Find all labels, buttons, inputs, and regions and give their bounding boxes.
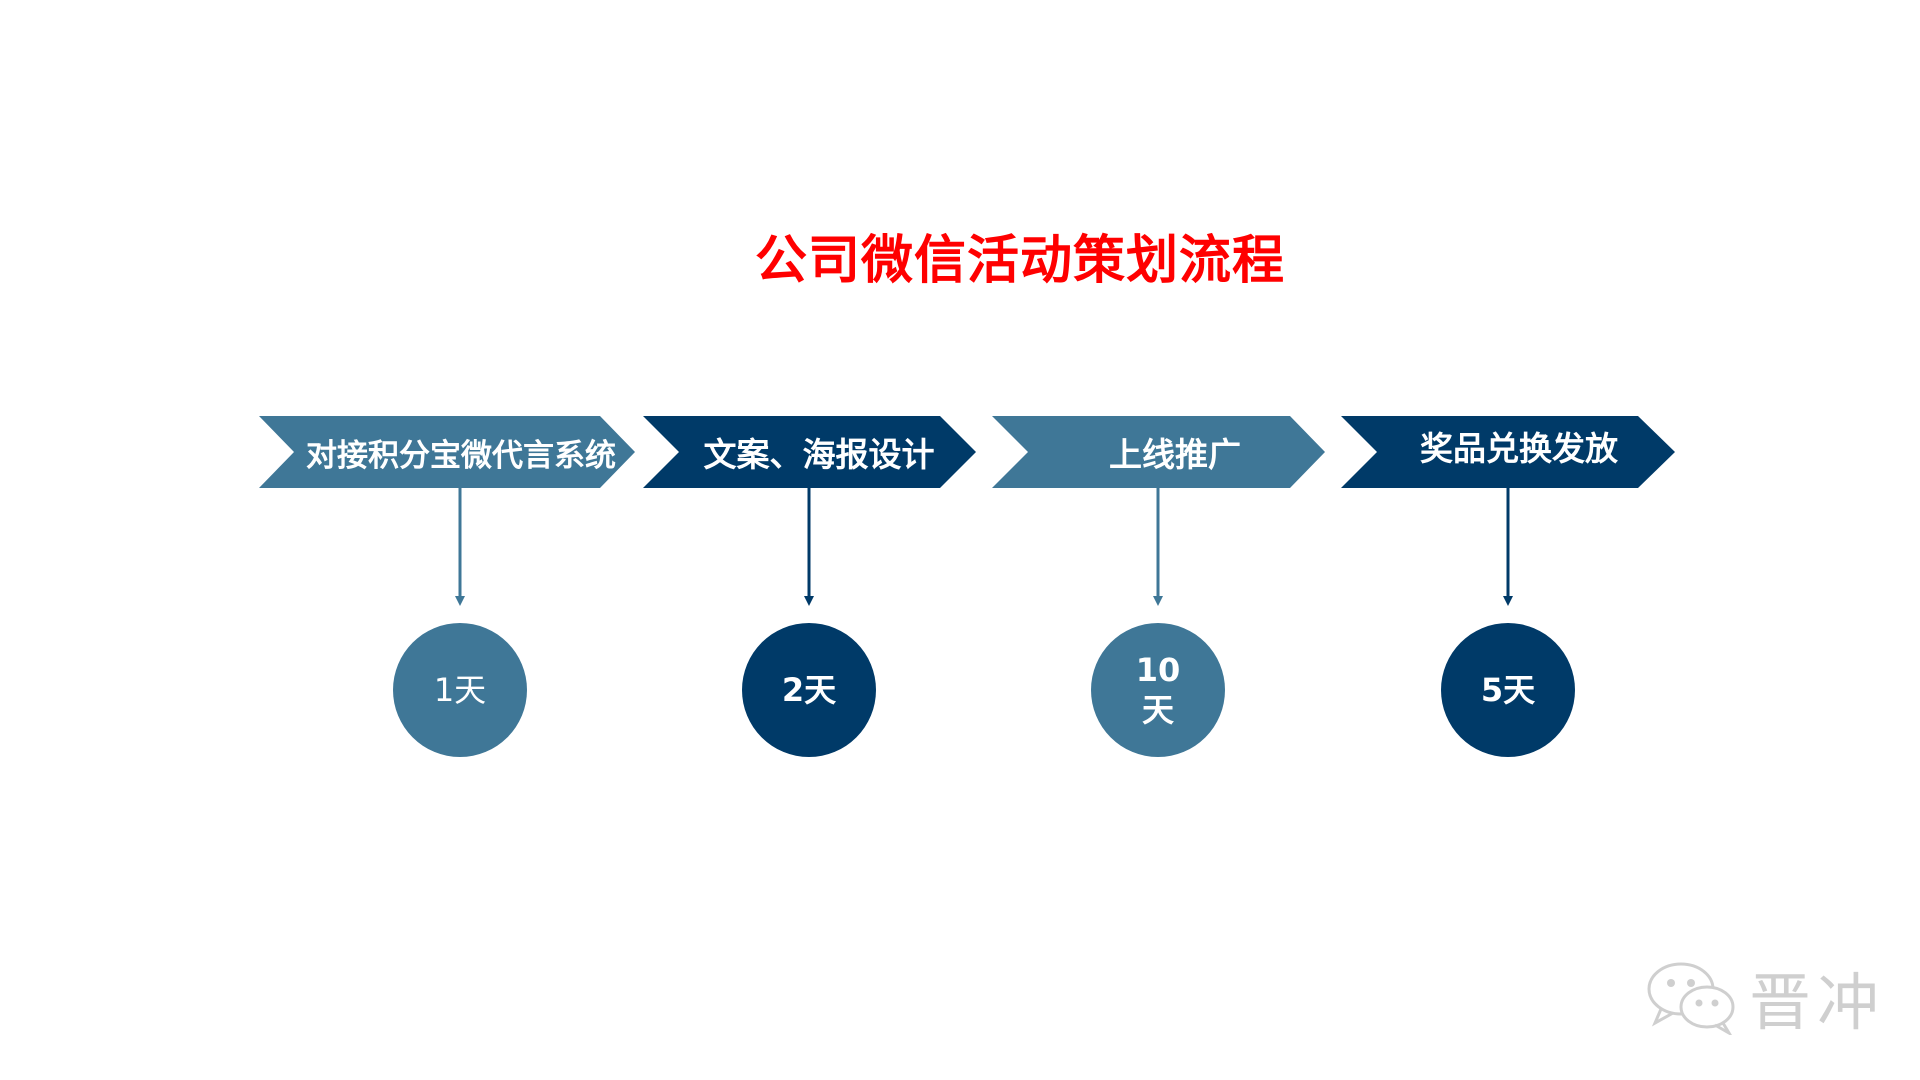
step-2-chevron — [643, 416, 976, 488]
watermark: 晋冲 — [1645, 952, 1885, 1042]
step-1-label: 对接积分宝微代言系统 — [306, 437, 616, 474]
step-4-chevron — [1341, 416, 1675, 488]
step-2-label: 文案、海报设计 — [703, 435, 935, 474]
step-3-chevron — [992, 416, 1325, 488]
page-title: 公司微信活动策划流程 — [754, 231, 1285, 291]
step-3-duration: 10 天 — [1135, 651, 1181, 729]
step-3-duration-circle — [1091, 623, 1225, 757]
step-4-duration-circle — [1441, 623, 1575, 757]
watermark-text: 晋冲 — [1749, 966, 1886, 1039]
step-2-duration: 2天 — [781, 671, 837, 709]
step-1-duration-circle — [393, 623, 527, 757]
step-1-duration: 1天 — [433, 671, 487, 709]
step-4-label: 奖品兑换发放 — [1420, 429, 1618, 468]
wechat-logo-icon — [1647, 962, 1735, 1035]
step-2-duration-circle — [742, 623, 876, 757]
step-3-label: 上线推广 — [1109, 435, 1241, 474]
step-4-duration: 5天 — [1480, 671, 1536, 709]
step-1-chevron — [259, 416, 635, 488]
